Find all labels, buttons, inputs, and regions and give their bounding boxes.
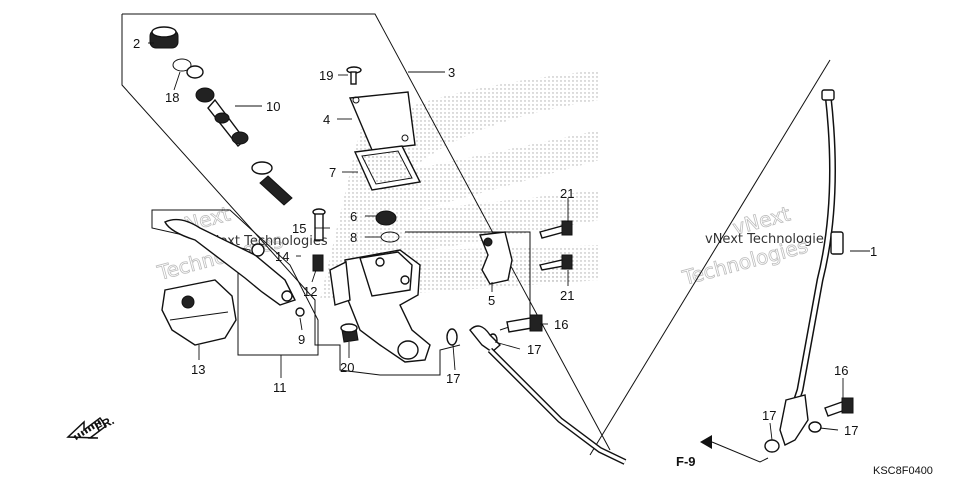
part-pivot-bolt	[312, 208, 326, 241]
callout-3: 3	[448, 65, 455, 80]
part-cap-screw	[346, 66, 362, 85]
callout-13: 13	[191, 362, 205, 377]
leader-lines	[148, 42, 870, 441]
part-dust-boot	[149, 26, 179, 49]
callout-15: 15	[292, 221, 306, 236]
callout-21-lower: 21	[560, 288, 574, 303]
watermark-solid-right: vNext Technologies	[705, 232, 831, 247]
diagram-code: KSC8F0400	[873, 465, 933, 477]
callout-18: 18	[165, 90, 179, 105]
reference-arrow	[700, 435, 769, 463]
callout-16-left: 16	[554, 317, 568, 332]
part-reservoir-float	[375, 210, 397, 226]
part-sealing-washer-1	[446, 328, 458, 346]
part-brake-lever	[164, 218, 296, 306]
front-direction-arrow	[66, 416, 108, 441]
part-banjo-bolt-right	[824, 397, 854, 417]
frame-master-cylinder-kit	[121, 13, 611, 451]
callout-17-a: 17	[446, 371, 460, 386]
callout-12: 12	[303, 284, 317, 299]
part-piston-set	[195, 87, 293, 206]
callout-1: 1	[870, 244, 877, 259]
part-diaphragm	[353, 145, 422, 191]
part-holder-bolt-lower	[539, 254, 573, 271]
part-banjo-bolt-left	[506, 314, 543, 333]
part-pivot-nut	[312, 254, 324, 272]
callout-4: 4	[323, 112, 330, 127]
callout-8: 8	[350, 230, 357, 245]
callout-17-b: 17	[527, 342, 541, 357]
part-reservoir-cap	[348, 91, 416, 151]
callout-20: 20	[340, 360, 354, 375]
callout-14: 14	[275, 249, 289, 264]
callout-11: 11	[273, 380, 287, 395]
part-sealing-washer-4	[808, 421, 822, 433]
reference-label: F-9	[676, 454, 696, 469]
part-sealing-washer-3	[764, 439, 780, 453]
callout-16-right: 16	[834, 363, 848, 378]
callout-10: 10	[266, 99, 280, 114]
part-lever-spring	[295, 307, 305, 317]
callout-9: 9	[298, 332, 305, 347]
frame-hose	[589, 59, 831, 456]
callout-5: 5	[488, 293, 495, 308]
part-bleeder-cap	[340, 323, 359, 343]
front-direction-label: FR.	[93, 413, 117, 434]
callout-labels: 1 2 3 4 5 6 7 8 9 10 11 12 13 14 15 16 1…	[133, 36, 877, 438]
part-brake-hose	[469, 89, 844, 465]
callout-6: 6	[350, 209, 357, 224]
part-circlip	[172, 58, 204, 79]
callout-2: 2	[133, 36, 140, 51]
callout-21-upper: 21	[560, 186, 574, 201]
callout-17-c: 17	[762, 408, 776, 423]
part-holder-bolt-upper	[539, 220, 573, 239]
part-master-cylinder-holder	[479, 231, 513, 285]
part-master-cylinder-body	[329, 249, 431, 363]
callout-19: 19	[319, 68, 333, 83]
callout-17-d: 17	[844, 423, 858, 438]
part-lever-cover	[161, 279, 237, 346]
watermark-right: vNext Technologies vNext Technologies	[679, 201, 831, 290]
callout-7: 7	[329, 165, 336, 180]
